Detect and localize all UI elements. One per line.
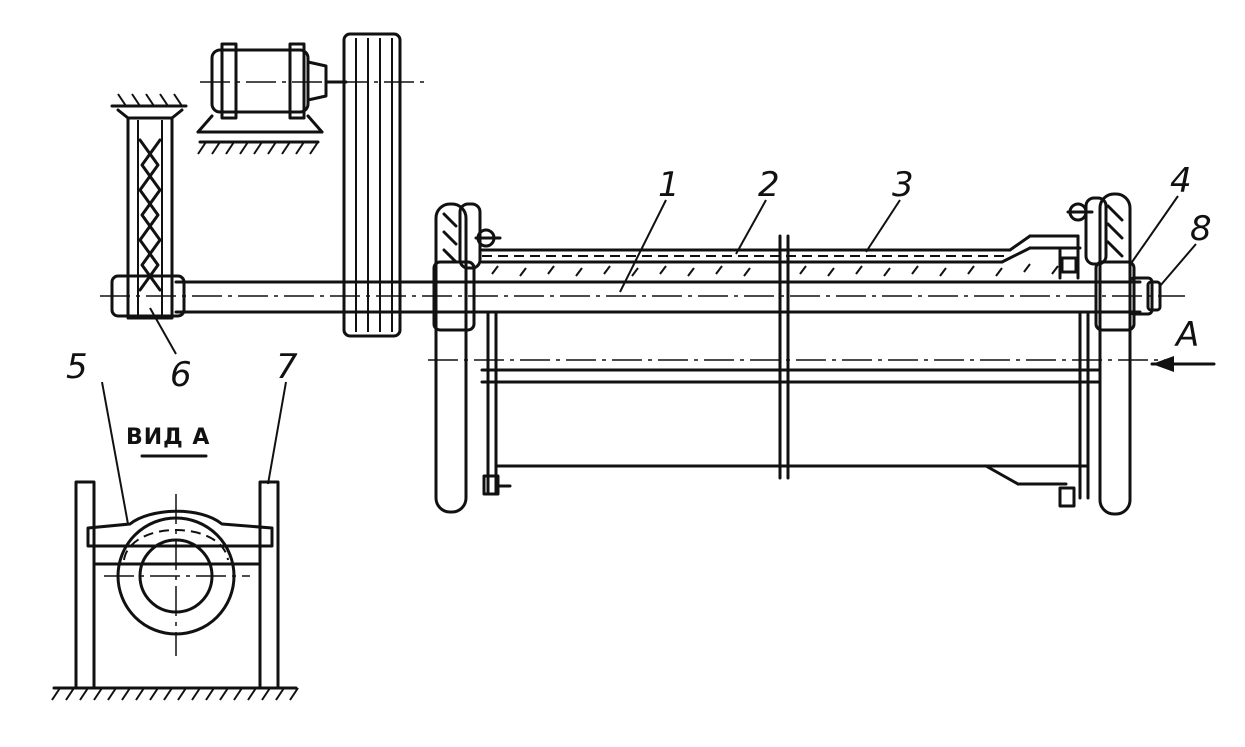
label-6: 6 [170, 355, 192, 395]
right-drum-flange [1058, 192, 1136, 516]
label-arrow-a: A [1174, 315, 1199, 355]
label-1: 1 [658, 165, 680, 205]
main-shaft [100, 276, 1185, 316]
label-2: 2 [758, 165, 780, 205]
drum-body [428, 234, 1165, 500]
label-3: 3 [892, 165, 914, 205]
label-8: 8 [1190, 209, 1212, 249]
belt-drive [342, 32, 402, 338]
electric-motor [196, 42, 425, 155]
leader-lines [101, 195, 1216, 525]
view-a-caption: ВИД А [126, 425, 210, 450]
label-7: 7 [276, 347, 298, 387]
view-a-drawing [51, 454, 299, 701]
left-drum-flange [432, 202, 512, 514]
label-5: 5 [66, 347, 88, 387]
label-4: 4 [1170, 161, 1192, 201]
chain-support [110, 93, 188, 320]
